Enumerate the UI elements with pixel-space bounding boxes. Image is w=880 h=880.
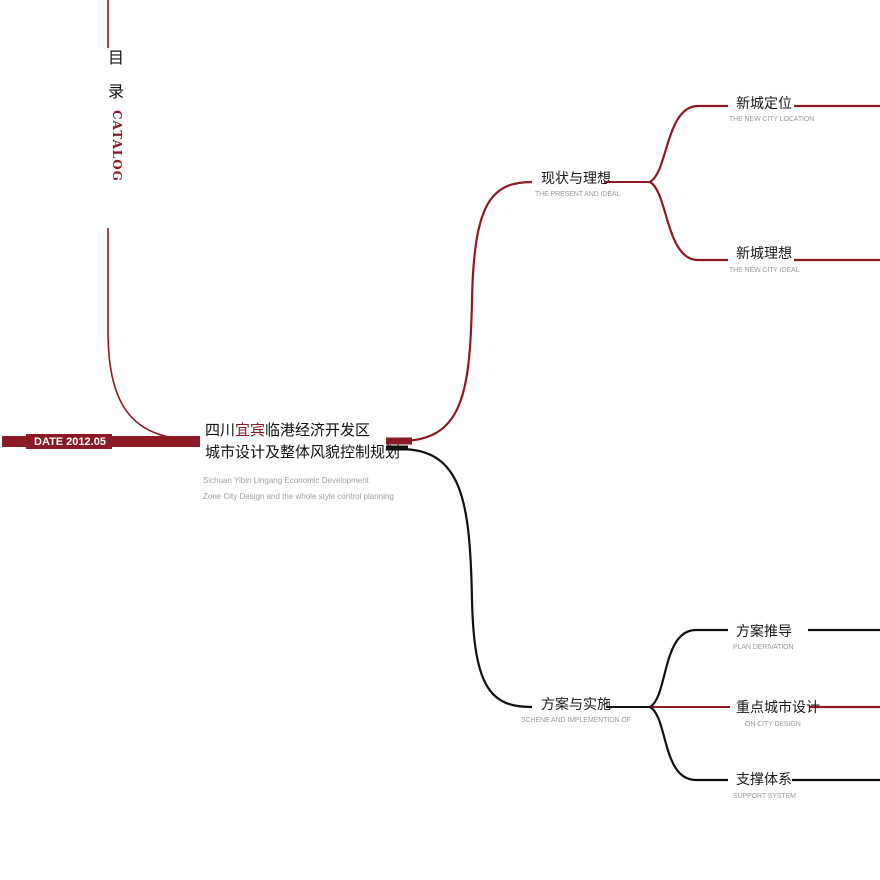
node-ideal-label: 新城理想 — [736, 246, 792, 262]
catalog-title-2: 录 — [108, 82, 125, 101]
date-label: DATE 2012.05 — [34, 436, 106, 448]
branch-present-label: 现状与理想 — [541, 171, 611, 187]
branch-scheme-en: SCHENE AND IMPLEMENTION OF — [521, 717, 631, 724]
main-title-post: 临港经济开发区 — [265, 421, 371, 439]
main-title-line2: 城市设计及整体风貌控制规划 — [205, 443, 401, 461]
node-support-en: SUPPORT SYSTEM — [733, 793, 796, 800]
node-design-en: ON CITY DESIGN — [745, 721, 801, 728]
scheme-fork-up — [649, 628, 728, 708]
node-support-label: 支撑体系 — [736, 772, 792, 788]
node-derivation-en: PLAN DERIVATION — [733, 644, 794, 651]
node-design-label: 重点城市设计 — [736, 700, 820, 716]
scheme-fork-down — [649, 706, 728, 782]
node-ideal-en: THE NEW CITY IDEAL — [729, 267, 800, 274]
main-title-accent: 宜宾 — [235, 421, 266, 439]
node-location-label: 新城定位 — [736, 96, 792, 112]
main-subtitle-en-2: Zone City Design and the whole style con… — [203, 492, 394, 501]
branch-present-en: THE PRESENT AND IDEAL — [535, 191, 621, 198]
branch-scheme-label: 方案与实施 — [541, 697, 611, 713]
node-derivation-label: 方案推导 — [736, 624, 792, 640]
main-title-line1: 四川宜宾临港经济开发区 — [205, 420, 370, 440]
scheme-branch-line — [399, 447, 533, 709]
present-fork-up — [649, 104, 728, 183]
main-title-pre: 四川 — [205, 421, 236, 439]
main-subtitle-en-1: Sichuan Yibin Lingang Economic Developme… — [203, 476, 369, 485]
catalog-title-1: 目 — [108, 48, 125, 67]
node-location-en: THE NEW CITY LOCATION — [729, 116, 815, 123]
catalog-title-en: CATALOG — [110, 110, 124, 182]
present-branch-line — [399, 180, 533, 443]
present-fork-down — [649, 181, 728, 262]
